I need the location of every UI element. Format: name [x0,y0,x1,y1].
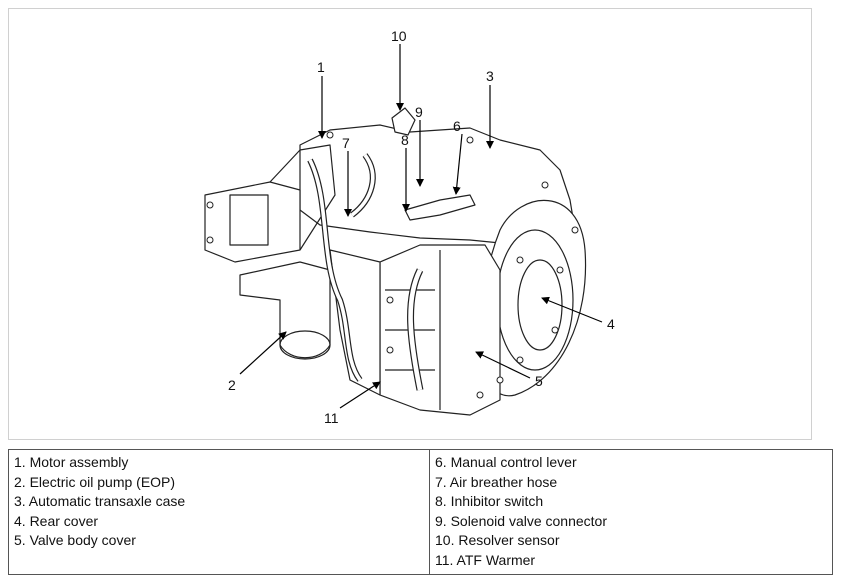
callout-4: 4 [607,316,615,332]
callout-5: 5 [535,373,543,389]
legend-item-manual-control-lever: 6. Manual control lever [435,454,577,470]
leader-line-2 [239,331,287,375]
transaxle-illustration: 1 2 3 4 5 6 7 8 9 10 11 [204,28,615,426]
legend-item-electric-oil-pump: 2. Electric oil pump (EOP) [14,473,176,490]
legend-item-transaxle-case: 3. Automatic transaxle case [14,493,186,509]
leader-lines [239,44,603,409]
callout-2: 2 [228,377,236,393]
transaxle-drawing [204,107,587,416]
leader-line-6 [452,133,463,195]
leader-line-4 [541,296,603,323]
callout-numbers: 1 2 3 4 5 6 7 8 9 10 11 [228,28,615,426]
callout-10: 10 [391,28,407,44]
callout-9: 9 [415,104,423,120]
callout-8: 8 [401,132,409,148]
legend-item-atf-warmer: 11. ATF Warmer [435,551,536,568]
leader-line-11 [339,381,381,409]
legend-item-inhibitor-switch: 8. Inhibitor switch [435,493,544,509]
legend-item-resolver-sensor: 10. Resolver sensor [435,532,560,548]
callout-11: 11 [324,410,339,426]
callout-3: 3 [486,68,494,84]
legend-item-rear-cover: 4. Rear cover [14,512,99,529]
legend-item-solenoid-valve-connector: 9. Solenoid valve connector [435,512,607,529]
legend-item-motor-assembly: 1. Motor assembly [14,454,129,470]
leader-line-5 [475,351,531,379]
legend-row: 1. Motor assembly 2. Electric oil pump (… [8,449,833,575]
legend-column-right: 6. Manual control lever 7. Air breather … [429,449,833,575]
legend-item-air-breather-hose: 7. Air breather hose [435,473,558,490]
legend-item-valve-body-cover: 5. Valve body cover [14,532,136,548]
legend-table: 1. Motor assembly 2. Electric oil pump (… [8,449,833,575]
callout-6: 6 [453,118,461,134]
callout-7: 7 [342,135,350,151]
callout-1: 1 [317,59,325,75]
legend-column-left: 1. Motor assembly 2. Electric oil pump (… [8,449,430,575]
